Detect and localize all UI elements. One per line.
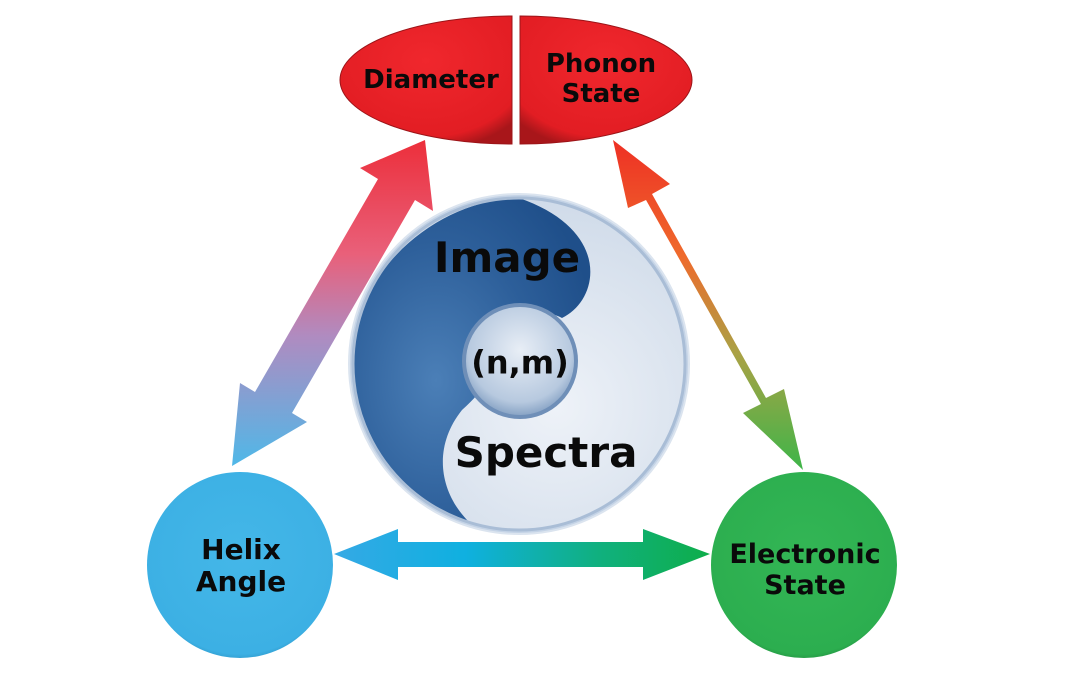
- electronic-state-node: [711, 472, 897, 658]
- helix-angle-node: [147, 472, 333, 658]
- helix-angle-label: Helix Angle: [195, 532, 287, 598]
- spectra-label: Spectra: [454, 427, 638, 477]
- helix-angle-label-line2: Angle: [195, 565, 287, 598]
- phonon-state-node: [519, 15, 693, 145]
- helix-angle-label-line1: Helix: [201, 532, 281, 566]
- image-label: Image: [433, 232, 581, 282]
- phonon-state-label-line1: Phonon: [545, 49, 657, 80]
- diameter-label: Diameter: [363, 65, 499, 96]
- electronic-state-label-line2: State: [764, 570, 846, 601]
- electronic-state-label-line1: Electronic: [729, 538, 881, 570]
- phonon-state-label-line2: State: [561, 79, 641, 109]
- phonon-state-label: Phonon State: [545, 49, 657, 110]
- center-disc: [348, 193, 690, 535]
- arrow-diameter-helix: [232, 140, 433, 466]
- nm-label: (n,m): [471, 343, 569, 382]
- arrow-helix-electronic: [334, 529, 710, 580]
- electronic-state-label: Electronic State: [729, 539, 880, 601]
- arrow-phonon-electronic: [613, 140, 803, 470]
- diameter-node: [339, 15, 513, 145]
